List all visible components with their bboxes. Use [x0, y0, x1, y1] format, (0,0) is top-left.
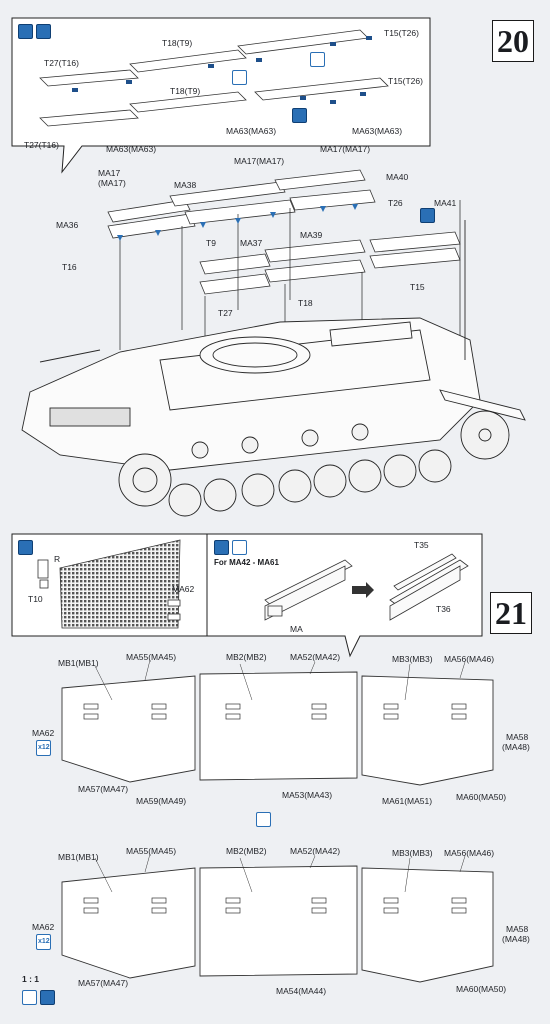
mesh-screen: [59, 539, 181, 629]
label-ma57-upper: MA57(MA47): [78, 784, 129, 794]
label-ma55-lower: MA55(MA45): [126, 846, 177, 856]
label-t16: T16: [62, 262, 77, 272]
label-ma52-upper: MA52(MA42): [290, 652, 341, 662]
label-x12-lower: x12: [38, 938, 50, 945]
label-mb1-lower: MB1(MB1): [58, 852, 99, 862]
label-ma61-upper: MA61(MA51): [382, 796, 433, 806]
label-ma52-lower: MA52(MA42): [290, 846, 341, 856]
label-t26: T26: [388, 198, 403, 208]
label-ma59-upper: MA59(MA49): [136, 796, 187, 806]
label-ma60-upper: MA60(MA50): [456, 792, 507, 802]
label-t27-t16-b: T27(T16): [24, 140, 59, 150]
mesh-bracket: [37, 559, 181, 621]
label-x12-upper: x12: [38, 744, 50, 751]
label-mb2-lower: MB2(MB2): [226, 846, 267, 856]
label-ma62-sub: MA62: [172, 584, 195, 594]
label-ma56-upper: MA56(MA46): [444, 654, 495, 664]
label-t18: T18: [298, 298, 313, 308]
label-ma48-lower: (MA48): [502, 934, 530, 944]
label-t9: T9: [206, 238, 216, 248]
mudguard-parts: [39, 29, 389, 127]
label-ma63-b: MA63(MA63): [352, 126, 403, 136]
guide-arrows: [117, 204, 358, 241]
leader-lines: [94, 659, 466, 893]
arrow-icon: [352, 582, 374, 598]
drill-icon: [40, 990, 55, 1005]
label-ma40: MA40: [386, 172, 409, 182]
label-ma58-lower: MA58: [506, 924, 529, 934]
label-mb3-lower: MB3(MB3): [392, 848, 433, 858]
step-number-21: 21: [490, 592, 532, 634]
label-ma56-lower: MA56(MA46): [444, 848, 495, 858]
label-ma37: MA37: [240, 238, 263, 248]
label-ma17-c: MA17(MA17): [320, 144, 371, 154]
drill-icon: [292, 108, 307, 123]
glue-icon: [214, 540, 229, 555]
apply-adhesive-icon: [36, 24, 51, 39]
label-ma55-upper: MA55(MA45): [126, 652, 177, 662]
label-t36: T36: [436, 604, 451, 614]
label-ma: MA: [290, 624, 303, 634]
label-mb1-upper: MB1(MB1): [58, 658, 99, 668]
label-t18-t9-a: T18(T9): [162, 38, 193, 48]
file-icon: [310, 52, 325, 67]
label-ma41: MA41: [434, 198, 457, 208]
glue-icon: [18, 540, 33, 555]
label-ma57-lower: MA57(MA47): [78, 978, 129, 988]
label-ma17-b: MA17(MA17): [234, 156, 285, 166]
label-r: R: [54, 554, 61, 564]
label-t15-t26-a: T15(T26): [384, 28, 419, 38]
tank-hull: [21, 220, 526, 471]
drill-icon: [420, 208, 435, 223]
rotate-icon: [256, 812, 271, 827]
label-ma48-upper: (MA48): [502, 742, 530, 752]
label-ma58-upper: MA58: [506, 732, 529, 742]
label-t18-t9-b: T18(T9): [170, 86, 201, 96]
file-icon: [232, 70, 247, 85]
label-ma38: MA38: [174, 180, 197, 190]
label-t15: T15: [410, 282, 425, 292]
bracket-parts: [72, 36, 372, 104]
mount-slots: [83, 703, 467, 914]
label-ma60-lower: MA60(MA50): [456, 984, 507, 994]
label-t35: T35: [414, 540, 429, 550]
label-ma17-a: MA17: [98, 168, 121, 178]
label-mb2-upper: MB2(MB2): [226, 652, 267, 662]
scale-label: 1 : 1: [22, 974, 40, 984]
label-ma63-a: MA63(MA63): [226, 126, 277, 136]
label-t27: T27: [218, 308, 233, 318]
label-ma39: MA39: [300, 230, 323, 240]
label-ma36: MA36: [56, 220, 79, 230]
glue-icon: [18, 24, 33, 39]
label-mb3-upper: MB3(MB3): [392, 654, 433, 664]
label-t15-t26-b: T15(T26): [388, 76, 423, 86]
label-for-ma42-ma61: For MA42 - MA61: [214, 558, 279, 567]
label-ma54-lower: MA54(MA44): [276, 986, 327, 996]
label-ma62-lower: MA62: [32, 922, 55, 932]
quantity-badge: x12: [36, 934, 51, 950]
step-number-20: 20: [492, 20, 534, 62]
rotate-icon: [232, 540, 247, 555]
label-ma53-upper: MA53(MA43): [282, 790, 333, 800]
label-t27-t16-a: T27(T16): [44, 58, 79, 68]
label-ma63-c: MA63(MA63): [106, 144, 157, 154]
quantity-badge: x12: [36, 740, 51, 756]
glue-icon: [22, 990, 37, 1005]
label-t10: T10: [28, 594, 43, 604]
skirt-panels-upper: [61, 671, 494, 786]
track-guard-profiles: [264, 553, 469, 621]
label-ma62-upper: MA62: [32, 728, 55, 738]
road-wheels: [118, 410, 510, 517]
fender-panels: [107, 169, 461, 295]
label-ma17-a-paren: (MA17): [98, 178, 126, 188]
skirt-panels-lower: [61, 865, 494, 983]
